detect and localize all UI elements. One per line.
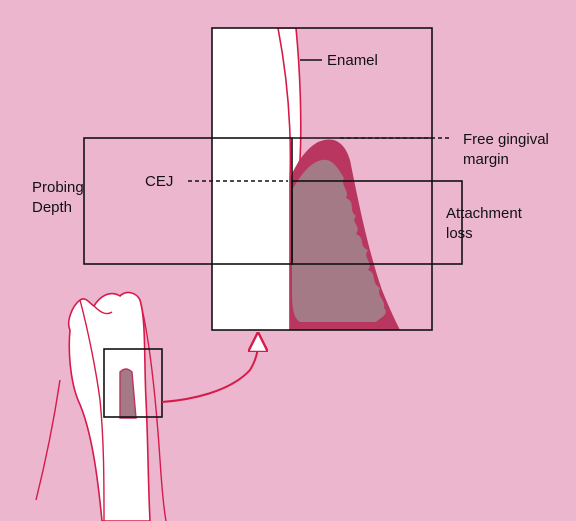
attachment-loss-label-1: Attachment xyxy=(446,205,523,222)
probing-depth-label-2: Depth xyxy=(32,199,72,216)
enamel-label: Enamel xyxy=(327,52,378,69)
free-gingival-margin-label-2: margin xyxy=(463,151,509,168)
free-gingival-margin-label-1: Free gingival xyxy=(463,131,549,148)
probing-depth-label-1: Probing xyxy=(32,179,84,196)
magnified-tooth xyxy=(212,28,290,330)
cej-label: CEJ xyxy=(145,173,173,190)
attachment-loss-label-2: loss xyxy=(446,225,473,242)
magnified-view xyxy=(212,28,432,330)
